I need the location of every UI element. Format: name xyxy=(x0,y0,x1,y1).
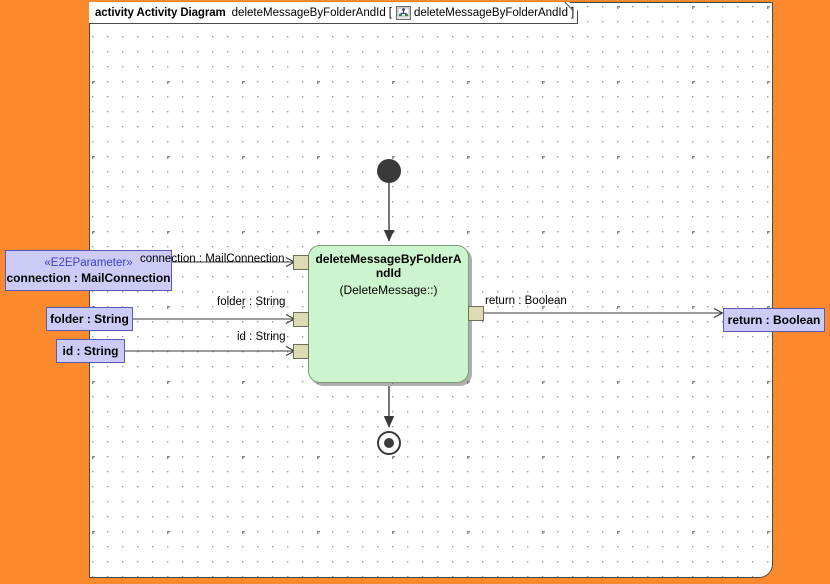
frame-header-keyword: activity Activity Diagram xyxy=(95,6,226,19)
parameter-label-folder: folder : String xyxy=(50,311,129,326)
parameter-node-connection[interactable]: «E2EParameter» connection : MailConnecti… xyxy=(5,250,172,291)
parameter-stereotype-connection: «E2EParameter» xyxy=(44,256,133,269)
frame-header-bracket-open: [ xyxy=(388,6,392,19)
edge-label-connection: connection : MailConnection xyxy=(140,253,285,265)
parameter-node-folder[interactable]: folder : String xyxy=(46,307,133,331)
diagram-frame xyxy=(89,2,773,578)
initial-node[interactable] xyxy=(377,159,401,183)
frame-header-name: deleteMessageByFolderAndId xyxy=(231,6,386,19)
parameter-node-id[interactable]: id : String xyxy=(56,339,125,363)
parameter-label-connection: connection : MailConnection xyxy=(6,270,171,285)
activity-node[interactable]: deleteMessageByFolderAndId (DeleteMessag… xyxy=(308,245,469,383)
input-pin-connection[interactable] xyxy=(293,255,309,270)
edge-label-return: return : Boolean xyxy=(485,295,567,307)
activity-node-title: deleteMessageByFolderAndId xyxy=(315,252,462,280)
parameter-label-return: return : Boolean xyxy=(727,312,821,327)
frame-header-inner-name: deleteMessageByFolderAndId xyxy=(413,6,569,19)
input-pin-id[interactable] xyxy=(293,344,309,359)
frame-header-bracket-close: ] xyxy=(571,6,575,19)
parameter-label-id: id : String xyxy=(62,343,119,358)
output-pin-return[interactable] xyxy=(468,306,484,321)
input-pin-folder[interactable] xyxy=(293,312,309,327)
edge-label-folder: folder : String xyxy=(217,296,286,308)
activity-final-node-inner xyxy=(384,438,394,448)
activity-node-subtitle: (DeleteMessage::) xyxy=(339,283,438,297)
activity-diagram-icon xyxy=(396,6,411,20)
frame-header-tab: activity Activity Diagram deleteMessageB… xyxy=(89,2,578,24)
activity-final-node[interactable] xyxy=(377,431,401,455)
parameter-node-return[interactable]: return : Boolean xyxy=(723,308,825,332)
edge-label-id: id : String xyxy=(237,331,286,343)
